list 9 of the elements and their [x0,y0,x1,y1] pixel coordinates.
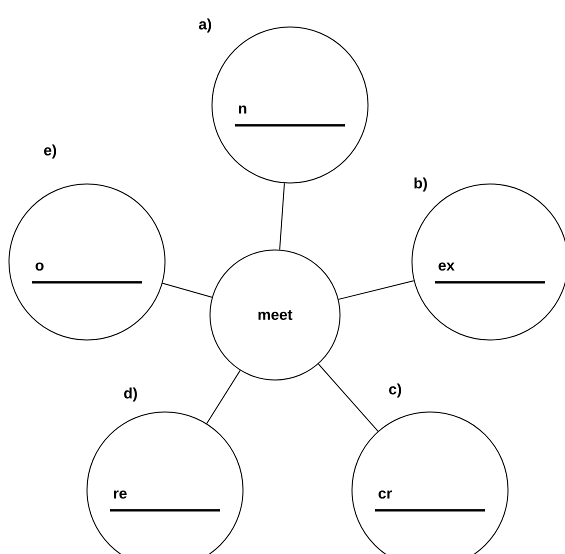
connector-line [162,282,212,298]
item-label: c) [389,383,402,398]
connector-line [318,364,378,432]
item-label: e) [44,144,56,158]
connector-line [279,182,285,250]
item-label: d) [124,388,137,402]
connector-line [338,280,414,300]
connector-line [206,370,241,424]
item-label: a) [198,18,212,32]
